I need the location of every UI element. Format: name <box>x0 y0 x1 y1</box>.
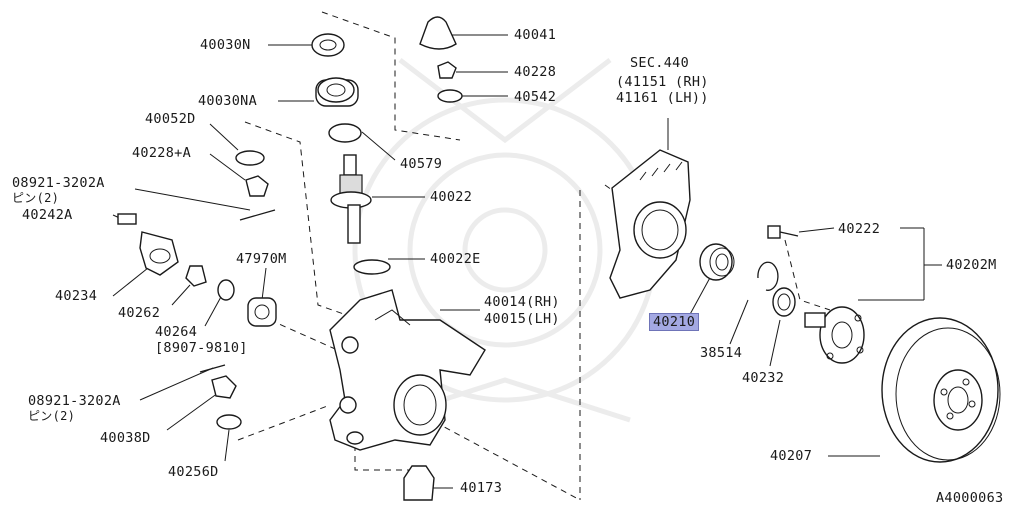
label-40542[interactable]: 40542 <box>514 89 557 105</box>
label-40579[interactable]: 40579 <box>400 156 443 172</box>
bracket-40234 <box>139 231 179 276</box>
nut-40038D <box>211 375 237 399</box>
leader-lines <box>112 34 942 489</box>
label-38514[interactable]: 38514 <box>700 345 743 361</box>
hub-bolt-40222 <box>767 225 799 239</box>
label-40041[interactable]: 40041 <box>514 27 557 43</box>
label-40015-lh[interactable]: 40015(LH) <box>484 311 560 327</box>
section-ref-rh: (41151 (RH) <box>616 74 709 90</box>
brake-disc-40207 <box>881 317 1001 463</box>
figure-id: A4000063 <box>936 490 1004 506</box>
label-40228[interactable]: 40228 <box>514 64 557 80</box>
label-40234[interactable]: 40234 <box>55 288 98 304</box>
ball-joint-40022 <box>330 154 372 244</box>
nut-40228 <box>437 61 457 79</box>
label-40242A[interactable]: 40242A <box>22 207 73 223</box>
hub-bearing-40210 <box>699 243 735 281</box>
dust-shield-sec440 <box>609 149 691 299</box>
label-pin-qty-lower: ピン(2) <box>28 409 76 423</box>
seal-40232 <box>772 287 796 317</box>
label-pin-qty-upper: ピン(2) <box>12 191 60 205</box>
label-40173[interactable]: 40173 <box>460 480 503 496</box>
seal-40579 <box>328 123 362 143</box>
wheel-hub-40202M <box>804 306 865 364</box>
section-ref-lh: 41161 (LH)) <box>616 90 709 106</box>
bolt-40242A <box>117 213 137 225</box>
label-40232[interactable]: 40232 <box>742 370 785 386</box>
label-40202M[interactable]: 40202M <box>946 257 997 273</box>
label-40030N[interactable]: 40030N <box>200 37 251 53</box>
label-40262[interactable]: 40262 <box>118 305 161 321</box>
ring-40022E <box>353 259 391 275</box>
label-40030NA[interactable]: 40030NA <box>198 93 257 109</box>
lower-bearing-40030NA <box>315 77 359 107</box>
cotter-pin-upper <box>239 209 276 221</box>
snap-ring-38514 <box>757 261 779 291</box>
label-08921-3202A-upper[interactable]: 08921-3202A <box>12 175 105 191</box>
bump-stop-40173 <box>403 465 435 501</box>
label-40210-highlighted[interactable]: 40210 <box>649 313 700 331</box>
label-40256D[interactable]: 40256D <box>168 464 219 480</box>
label-40264[interactable]: 40264 <box>155 324 198 340</box>
label-40228A[interactable]: 40228+A <box>132 145 191 161</box>
dust-boot-40041 <box>419 16 457 50</box>
washer-40052D <box>235 150 265 166</box>
nut-40228A <box>245 175 269 197</box>
nut-47970M <box>247 297 277 327</box>
label-40222[interactable]: 40222 <box>838 221 881 237</box>
label-40022E[interactable]: 40022E <box>430 251 481 267</box>
label-08921-3202A-lower[interactable]: 08921-3202A <box>28 393 121 409</box>
washer-40542 <box>437 89 463 103</box>
washer-40264 <box>217 279 235 301</box>
label-40022[interactable]: 40022 <box>430 189 473 205</box>
nut-40262 <box>185 265 207 287</box>
washer-40256D <box>216 414 242 430</box>
section-ref-title[interactable]: SEC.440 <box>630 55 689 71</box>
upper-bearing-40030N <box>311 33 345 57</box>
label-40052D[interactable]: 40052D <box>145 111 196 127</box>
label-40207[interactable]: 40207 <box>770 448 813 464</box>
label-40014-rh[interactable]: 40014(RH) <box>484 294 560 310</box>
label-40038D[interactable]: 40038D <box>100 430 151 446</box>
steering-knuckle-40014 <box>329 289 486 451</box>
label-date-range: [8907-9810] <box>155 340 248 356</box>
cotter-pin-lower <box>199 364 226 373</box>
label-47970M[interactable]: 47970M <box>236 251 287 267</box>
